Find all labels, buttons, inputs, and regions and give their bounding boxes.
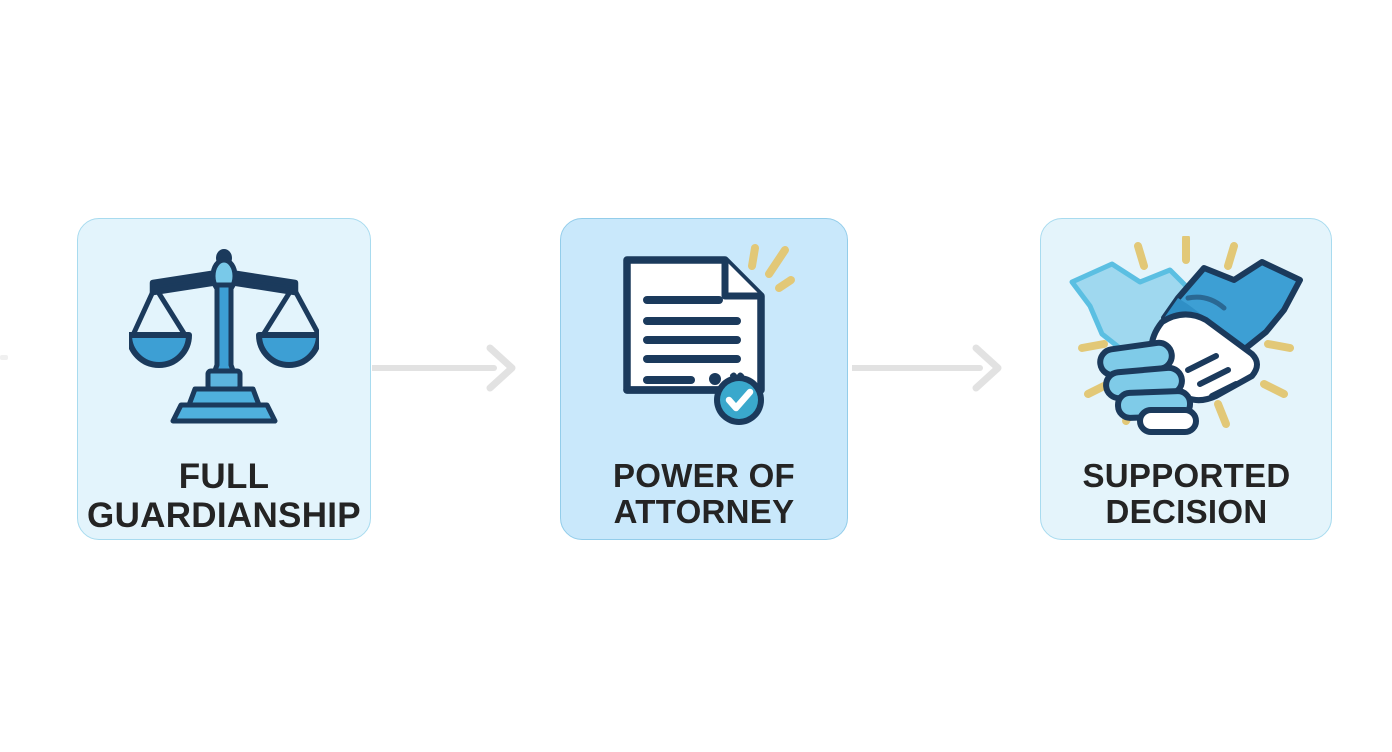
flow-arrow-2 xyxy=(849,344,1007,392)
document-check-icon xyxy=(561,235,847,440)
step-label-full-guardianship: FULL GUARDIANSHIP xyxy=(87,457,361,535)
sparkle-rays xyxy=(748,243,795,292)
flow-arrow-1 xyxy=(369,344,520,392)
balance-scales-icon xyxy=(78,237,370,437)
left-hand-fingers xyxy=(1097,339,1199,435)
step-card-full-guardianship[interactable] xyxy=(77,218,371,540)
document-text-lines xyxy=(643,295,741,384)
edge-artifact xyxy=(0,355,8,360)
right-hand-fingers xyxy=(1185,352,1239,399)
verified-check-badge xyxy=(714,374,764,425)
handshake-icon xyxy=(1041,233,1331,438)
step-label-power-of-attorney: POWER OF ATTORNEY xyxy=(612,457,796,531)
step-card-power-of-attorney[interactable] xyxy=(560,218,848,540)
step-label-supported-decision: SUPPORTED DECISION xyxy=(1082,457,1291,531)
step-card-supported-decision[interactable] xyxy=(1040,218,1332,540)
document-dot xyxy=(709,372,721,385)
